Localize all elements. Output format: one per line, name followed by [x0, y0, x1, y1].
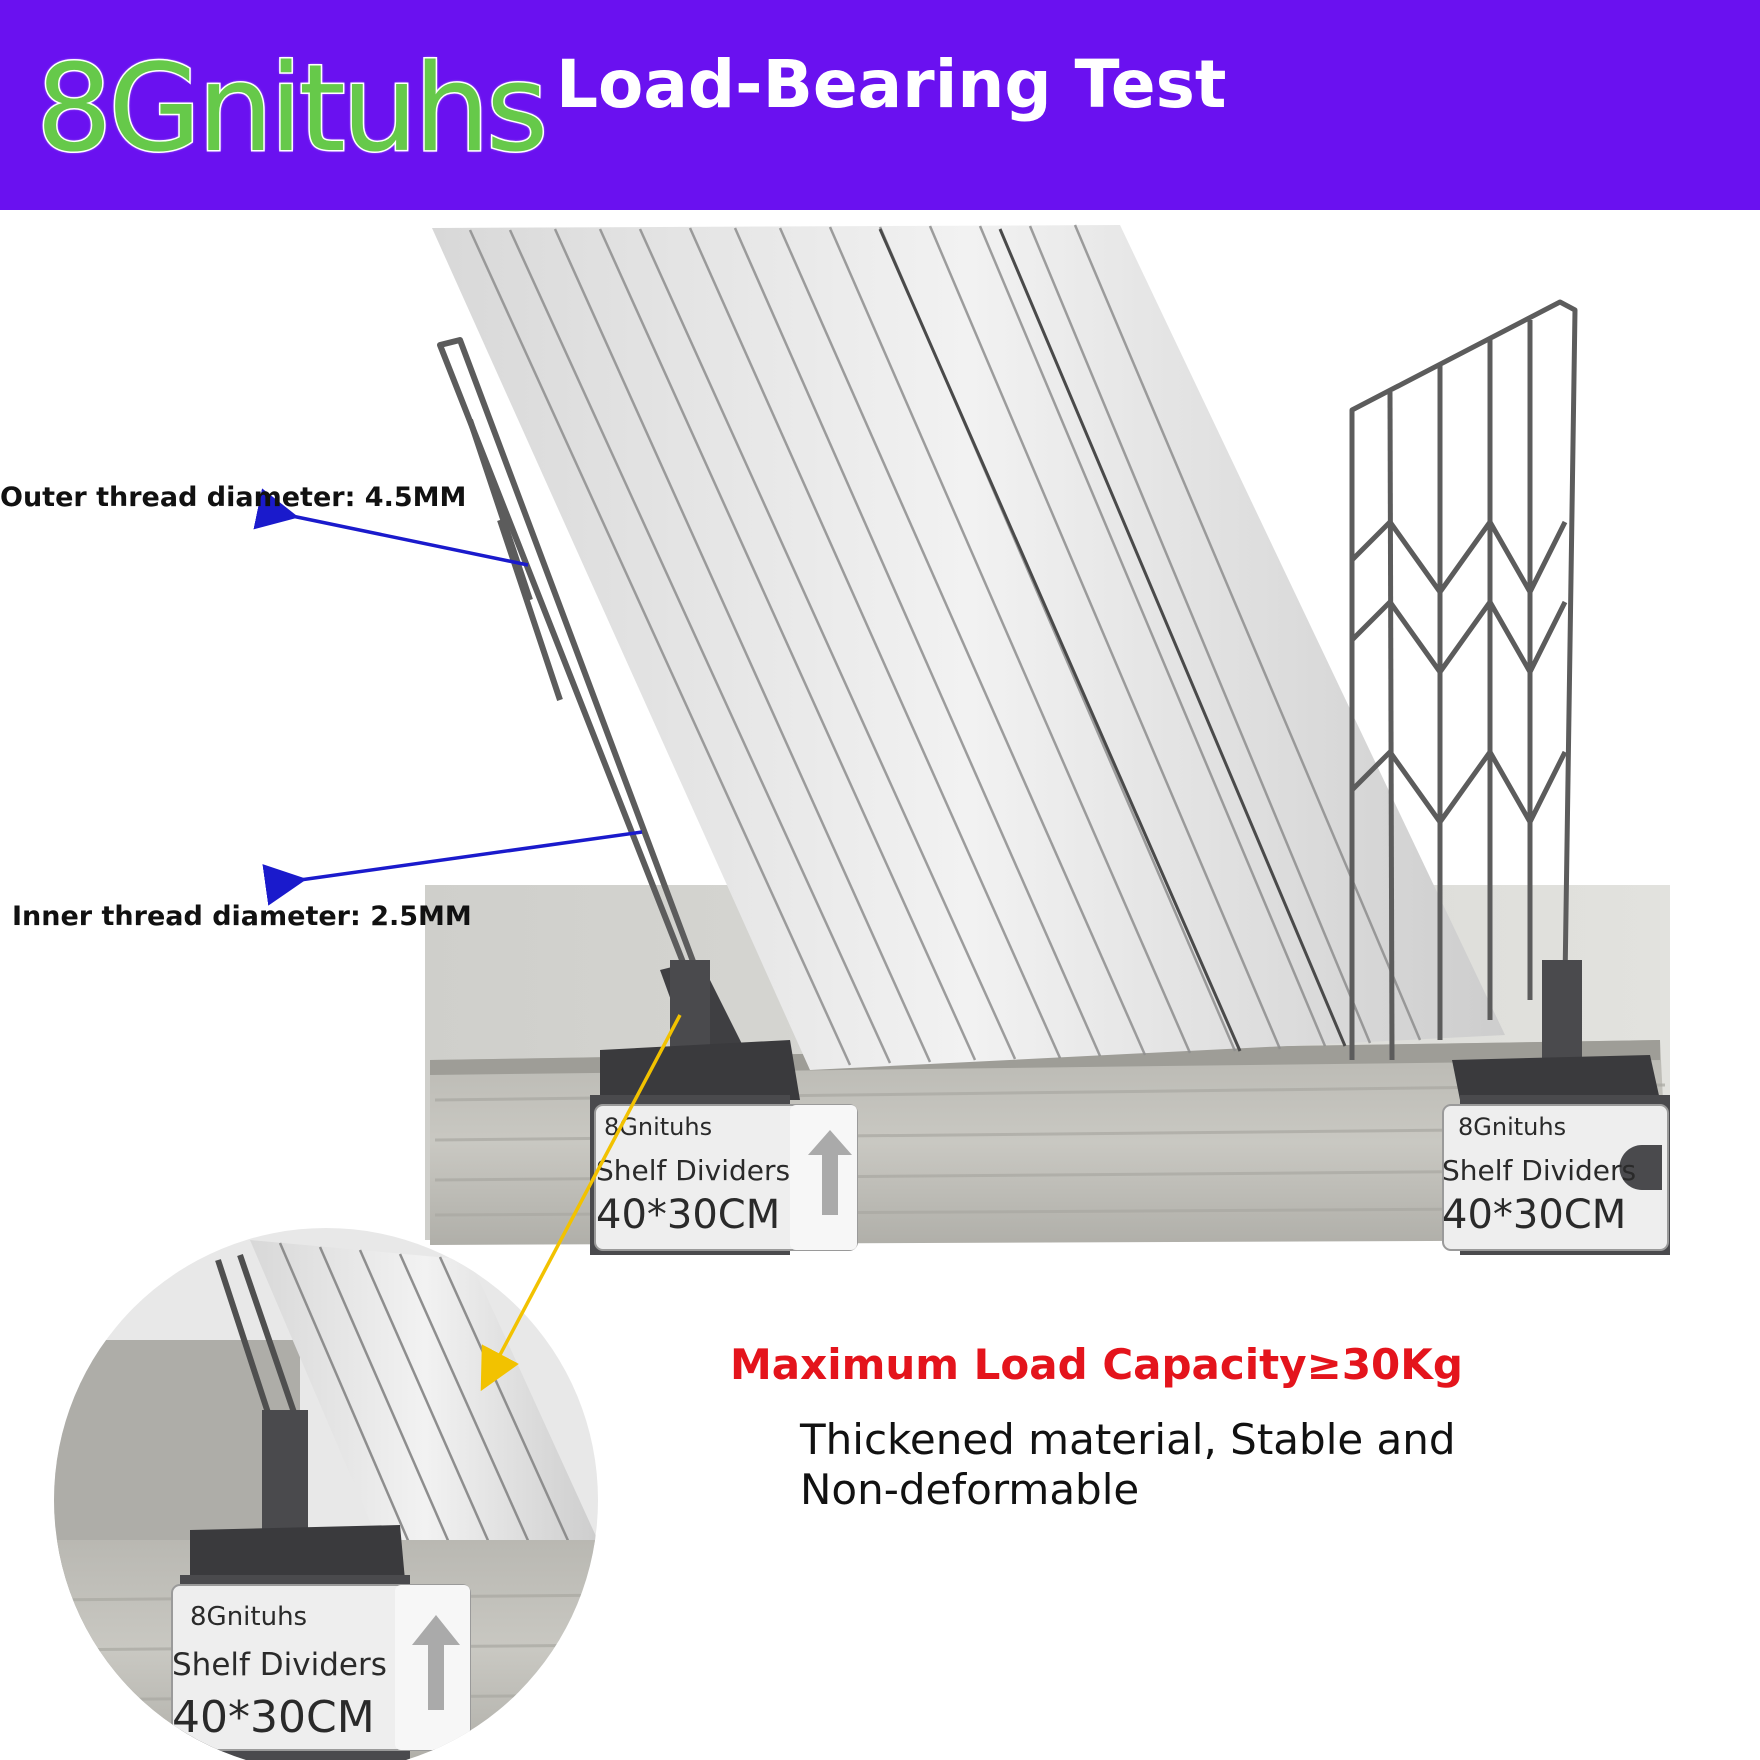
header-banner: 8Gnituhs Load-Bearing Test: [0, 0, 1760, 210]
zoom-detail-circle: 8Gnituhs Shelf Dividers 40*30CM: [54, 1228, 598, 1760]
tag-brand: 8Gnituhs: [1458, 1113, 1566, 1141]
tag-name: Shelf Dividers: [172, 1647, 387, 1683]
tag-name: Shelf Dividers: [1442, 1154, 1636, 1187]
left-wire-divider: [437, 337, 703, 982]
outer-thread-callout: Outer thread diameter: 4.5MM: [0, 482, 467, 513]
book-stack: [432, 224, 1505, 1070]
inner-thread-callout: Inner thread diameter: 2.5MM: [12, 901, 472, 932]
right-wire-divider: [1349, 299, 1578, 1061]
left-product-tag: 8Gnituhs Shelf Dividers 40*30CM: [594, 1104, 858, 1251]
inner-diameter-arrow: [262, 830, 643, 906]
max-load-capacity: Maximum Load Capacity≥30Kg: [730, 1340, 1463, 1389]
tag-size: 40*30CM: [172, 1692, 375, 1743]
zoom-pointer-arrow: [480, 1014, 682, 1392]
outer-diameter-arrow: [253, 488, 529, 567]
tag-brand: 8Gnituhs: [190, 1602, 307, 1632]
right-product-tag: 8Gnituhs Shelf Dividers 40*30CM: [1442, 1104, 1669, 1251]
tag-size: 40*30CM: [1442, 1192, 1626, 1238]
tag-name: Shelf Dividers: [596, 1154, 790, 1187]
feature-description: Thickened material, Stable and Non-defor…: [800, 1415, 1456, 1514]
brand-logo: 8Gnituhs: [34, 40, 549, 179]
tag-size: 40*30CM: [596, 1192, 780, 1238]
product-photo: 8Gnituhs Shelf Dividers 40*30CM 8Gnituhs…: [54, 224, 1670, 1760]
page-title: Load-Bearing Test: [556, 46, 1227, 123]
